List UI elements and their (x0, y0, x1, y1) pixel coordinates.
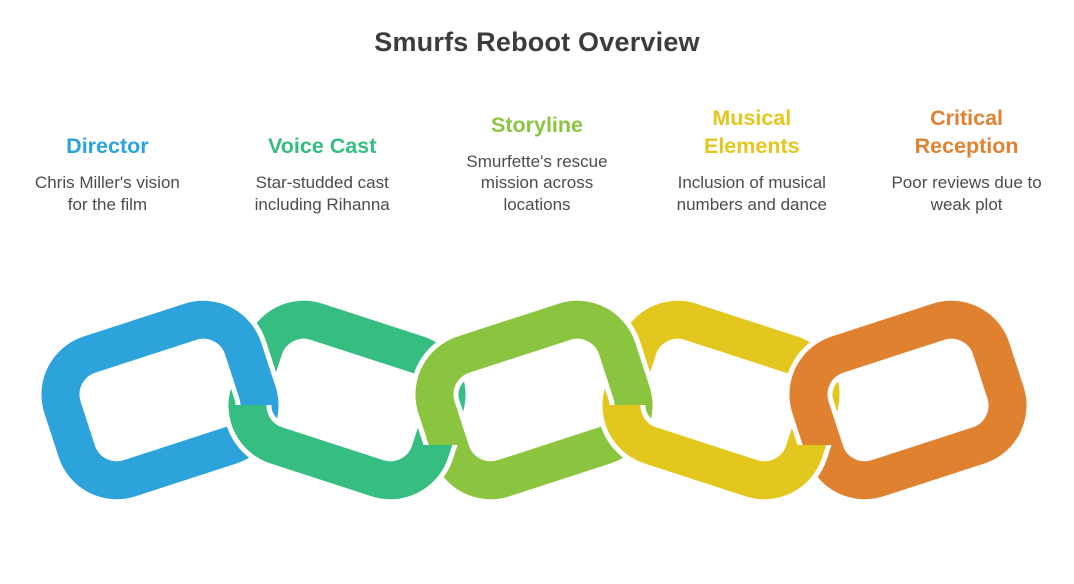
chain-link-voice-cast (237, 309, 458, 491)
chain-link-voice-cast-outline (237, 309, 458, 491)
chain-weave-junction-2-outline (424, 309, 645, 491)
chain-link-director-body (50, 309, 271, 491)
section-heading-musical-elements: Musical Elements (703, 106, 800, 158)
page-title: Smurfs Reboot Overview (374, 27, 700, 57)
chain-link-musical-elements-outline (611, 309, 832, 491)
section-description-director: Chris Miller's vision for the film (34, 173, 180, 214)
chain-link-critical-reception-outline (798, 309, 1019, 491)
chain-weave-junction-4-body (798, 309, 1019, 491)
chain-weave-junction-3-outline (424, 309, 645, 491)
section-description-voice-cast: Star-studded cast including Rihanna (254, 173, 390, 214)
section-description-storyline: Smurfette's rescue mission across locati… (466, 151, 608, 214)
chain-link-critical-reception-body (798, 309, 1019, 491)
chain-weave-junction-3 (424, 309, 645, 491)
chain-link-musical-elements (611, 309, 832, 491)
section-column-director: Director Chris Miller's vision for the f… (0, 132, 215, 215)
sections-row: Director Chris Miller's vision for the f… (0, 59, 1074, 215)
section-heading-storyline: Storyline (490, 112, 583, 137)
chain-link-critical-reception (798, 309, 1019, 491)
chain-link-storyline (424, 309, 645, 491)
chain-weave-junction-2 (424, 309, 645, 491)
chain-link-voice-cast-body (237, 309, 458, 491)
chain-weave-junction-4-outline (798, 309, 1019, 491)
chain-weave-junction-1 (50, 309, 271, 491)
section-description-musical-elements: Inclusion of musical numbers and dance (676, 173, 827, 214)
section-heading-voice-cast: Voice Cast (268, 134, 377, 158)
section-description-critical-reception: Poor reviews due to weak plot (891, 173, 1042, 214)
chain-link-storyline-body (424, 309, 645, 491)
section-heading-director: Director (66, 134, 149, 158)
chain-link-musical-elements-body (611, 309, 832, 491)
section-heading-critical-reception: Critical Reception (914, 106, 1019, 158)
chain-weave-junction-4 (798, 309, 1019, 491)
section-column-musical-elements: Musical Elements Inclusion of musical nu… (644, 104, 859, 215)
section-column-storyline: Storyline Smurfette's rescue mission acr… (430, 111, 645, 216)
chain-weave-junction-3-body (424, 309, 645, 491)
chain-link-storyline-outline (424, 309, 645, 491)
section-column-voice-cast: Voice Cast Star-studded cast including R… (215, 132, 430, 215)
chain-link-director (50, 309, 271, 491)
chain-weave-junction-2-body (424, 309, 645, 491)
section-column-critical-reception: Critical Reception Poor reviews due to w… (859, 104, 1074, 215)
chain-link-director-outline (50, 309, 271, 491)
chain-weave-junction-1-outline (50, 309, 271, 491)
chain-weave-junction-1-body (50, 309, 271, 491)
